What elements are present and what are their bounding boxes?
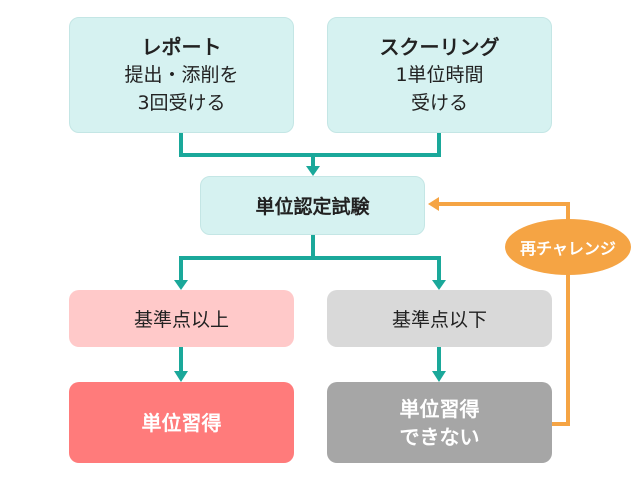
pass-condition-label: 基準点以上 — [133, 309, 229, 331]
schooling-line2: 受ける — [410, 92, 468, 114]
report-title: レポート — [141, 35, 222, 59]
no-credit-box: 単位習得 できない — [327, 382, 552, 463]
exam-box: 単位認定試験 — [200, 176, 425, 235]
no-credit-line1: 単位習得 — [399, 396, 480, 421]
rechallenge-label: 再チャレンジ — [520, 239, 616, 258]
credit-label: 単位習得 — [141, 410, 222, 435]
credit-box: 単位習得 — [69, 382, 294, 463]
rechallenge-badge: 再チャレンジ — [505, 219, 631, 275]
no-credit-line2: できない — [399, 424, 480, 449]
exam-label: 単位認定試験 — [255, 196, 370, 218]
report-line2: 3回受ける — [137, 92, 226, 114]
pass-condition-box: 基準点以上 — [69, 290, 294, 347]
schooling-line1: 1単位時間 — [395, 64, 484, 86]
arrowhead-exam — [306, 166, 320, 176]
arrowhead-retry — [428, 197, 439, 211]
report-box: レポート 提出・添削を 3回受ける — [69, 17, 294, 133]
schooling-box: スクーリング 1単位時間 受ける — [327, 17, 552, 133]
schooling-title: スクーリング — [379, 35, 500, 59]
connector-report-to-exam — [179, 133, 313, 157]
arrowhead-no-credit — [432, 371, 446, 382]
arrowhead-fail — [432, 280, 446, 290]
connector-exam-split — [179, 235, 441, 282]
retry-connector — [436, 202, 570, 426]
fail-condition-box: 基準点以下 — [327, 290, 552, 347]
fail-condition-label: 基準点以下 — [391, 309, 487, 331]
arrowhead-pass — [174, 280, 188, 290]
connector-schooling-to-exam — [311, 133, 441, 168]
report-line1: 提出・添削を — [124, 64, 239, 86]
arrowhead-credit — [174, 371, 188, 382]
